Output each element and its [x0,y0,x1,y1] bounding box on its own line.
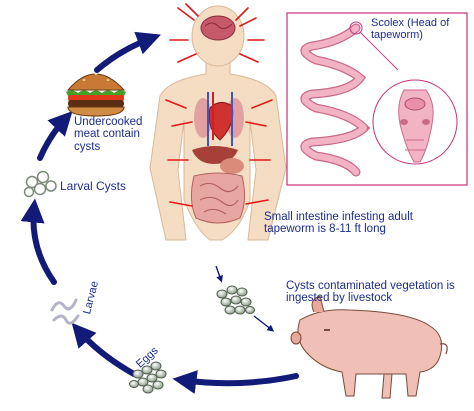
label-scolex: Scolex (Head of tapeworm) [371,17,450,41]
arrow-larvae-to-cysts [20,198,57,285]
scolex-icon [372,79,458,165]
cyst-cluster-icon [23,170,57,198]
larva-icon [50,298,80,325]
tapeworm-inset [286,12,468,186]
human-body-icon [149,5,287,241]
arrow-pig-to-eggs [172,370,299,394]
label-small-intestine: Small intestine infesting adult tapeworm… [264,211,413,236]
intestine-icon [190,172,246,224]
egg-cluster-icon [129,361,167,394]
arrow-eggs-to-larvae [71,322,137,377]
label-larval-cysts: Larval Cysts [60,179,127,193]
arrow-cysts-to-burger [37,111,73,161]
arrow-burger-to-human [94,31,161,73]
arrow-intestine-to-veg [215,265,223,283]
cycle-arrows [20,31,299,394]
hamburger-icon [66,73,126,117]
label-undercooked-meat: Undercooked meat contain cysts [74,116,143,153]
arrow-veg-to-pig [253,315,275,332]
brain-icon [200,15,236,41]
pig-icon [290,295,448,399]
pain-rays [165,3,273,207]
stomach-icon [220,158,244,174]
egg-cluster-icon [216,285,255,315]
small-arrows [215,265,275,332]
label-contaminated-vegetation: Cysts contaminated vegetation is ingeste… [286,280,455,305]
